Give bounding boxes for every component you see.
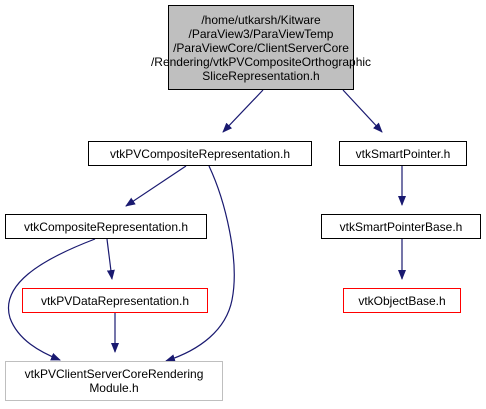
edge-root-to-smart <box>342 89 383 133</box>
node-root-header[interactable]: /home/utkarsh/Kitware /ParaView3/ParaVie… <box>151 5 371 90</box>
node-vtkpvclientservercorerenderingmodule[interactable]: vtkPVClientServerCoreRendering Module.h <box>5 361 223 401</box>
node-vtksmartpointer[interactable]: vtkSmartPointer.h <box>339 141 467 166</box>
node-vtksmartpointerbase[interactable]: vtkSmartPointerBase.h <box>321 214 481 239</box>
node-vtkcompositerepresentation[interactable]: vtkCompositeRepresentation.h <box>5 214 207 239</box>
edge-root-to-pvcomp <box>222 89 264 133</box>
edge-comp-to-pvdata <box>106 238 115 280</box>
edge-pvcomp-to-module <box>165 165 235 363</box>
node-vtkobjectbase[interactable]: vtkObjectBase.h <box>343 288 461 313</box>
edge-pvcomp-to-comp <box>125 165 187 207</box>
node-vtkpvdatarepresentation[interactable]: vtkPVDataRepresentation.h <box>22 288 208 313</box>
node-vtkpvcompositerepresentation[interactable]: vtkPVCompositeRepresentation.h <box>88 141 312 166</box>
edge-comp-to-module <box>7 238 96 361</box>
